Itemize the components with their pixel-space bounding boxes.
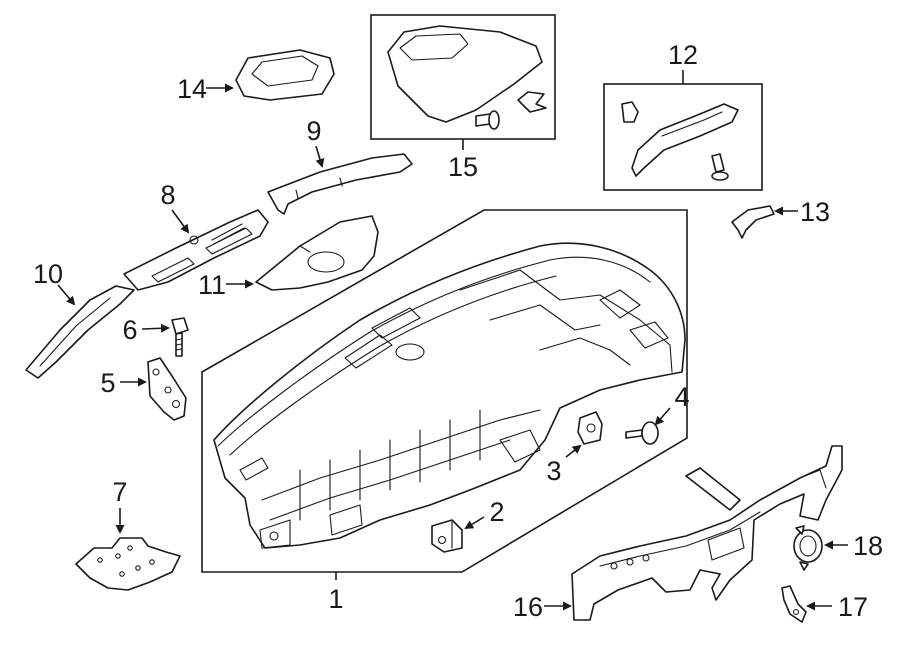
part-1-instrument-panel xyxy=(201,209,688,573)
part-2-bracket xyxy=(431,519,463,553)
callout-8-leader xyxy=(171,209,190,234)
callout-11: 11 xyxy=(198,270,226,300)
callout-3-leader xyxy=(565,444,582,458)
callout-1: 1 xyxy=(328,584,343,614)
callout-12: 12 xyxy=(668,40,698,70)
callout-4-leader xyxy=(654,407,671,426)
part-11-speaker-panel xyxy=(255,215,379,291)
part-14-bezel xyxy=(235,49,335,101)
callout-14: 14 xyxy=(177,74,207,104)
part-3-clip xyxy=(577,411,603,445)
part-4-push-pin xyxy=(625,421,659,445)
callout-3: 3 xyxy=(546,456,561,486)
callout-9: 9 xyxy=(306,116,321,146)
part-15-cover-kit xyxy=(370,14,556,140)
part-17-bracket xyxy=(781,585,807,623)
part-16-crosscar-beam xyxy=(571,445,843,621)
part-6-bolt xyxy=(171,317,189,357)
callout-8: 8 xyxy=(160,180,175,210)
part-5-mounting-bracket xyxy=(147,357,187,421)
callout-7: 7 xyxy=(112,477,127,507)
part-8-trim-panel xyxy=(123,209,269,291)
callout-9-leader xyxy=(315,145,325,168)
callout-15: 15 xyxy=(448,152,478,182)
part-7-plate xyxy=(75,537,181,591)
callout-2-leader xyxy=(464,516,485,530)
callout-6: 6 xyxy=(122,315,137,345)
part-12-bracket-kit xyxy=(603,83,763,191)
callout-18: 18 xyxy=(853,531,883,561)
callout-2: 2 xyxy=(489,497,504,527)
part-18-ring-bracket xyxy=(793,525,823,571)
callout-16: 16 xyxy=(513,592,543,622)
part-13-clip xyxy=(731,205,775,239)
callout-17: 17 xyxy=(838,592,868,622)
callout-10: 10 xyxy=(33,259,63,289)
callout-6-leader xyxy=(141,323,170,333)
part-9-trim-strip xyxy=(267,153,413,215)
callout-10-leader xyxy=(57,284,76,306)
callout-13: 13 xyxy=(800,197,830,227)
callout-5: 5 xyxy=(100,368,115,398)
callout-4: 4 xyxy=(674,382,689,412)
part-10-side-trim xyxy=(25,285,135,379)
